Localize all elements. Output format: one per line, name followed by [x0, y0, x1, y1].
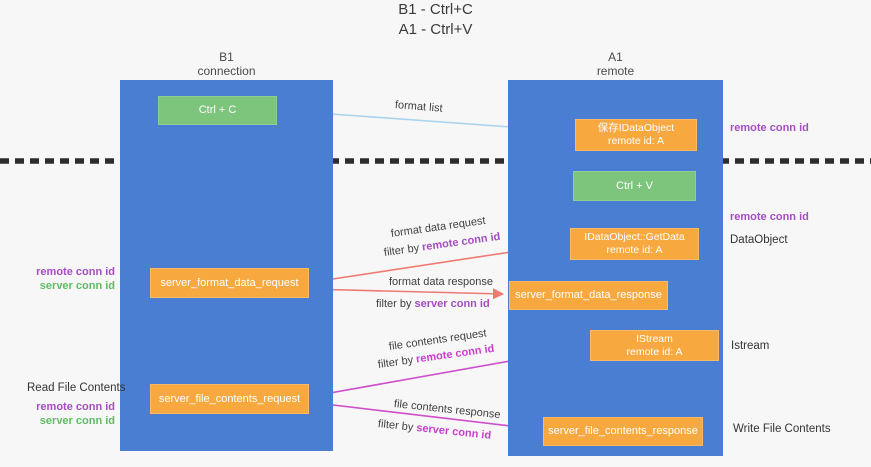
node-istream-line1: IStream [636, 332, 673, 345]
node-idataobject-getdata-line2: remote id: A [606, 244, 663, 256]
label-write-file-contents: Write File Contents [733, 423, 831, 435]
remote-conn-id-key-1: remote conn id [421, 230, 502, 254]
node-save-idataobject-line1: 保存IDataObject [597, 122, 675, 134]
label-group-conn-ids-bottom: remote conn id server conn id [8, 400, 115, 428]
title-line-1: B1 - Ctrl+C [398, 1, 473, 18]
label-remote-conn-id-right-top: remote conn id [730, 122, 809, 134]
edge-label-format-list: format list [394, 99, 444, 115]
edge-label-format-data-response: format data response [389, 276, 493, 288]
label-read-file-contents: Read File Contents [27, 382, 126, 394]
lane-b1-title: B1 [219, 50, 234, 64]
node-server-format-data-response: server_format_data_response [509, 281, 668, 310]
node-ctrl-v: Ctrl + V [573, 171, 696, 201]
label-remote-conn-id-right-mid: remote conn id [730, 211, 809, 223]
node-server-format-data-response-label: server_format_data_response [515, 289, 662, 301]
node-istream-line2: remote id: A [626, 345, 683, 358]
lane-header-b1: B1 connection [120, 50, 333, 78]
node-server-file-contents-response-label: server_file_contents_response [548, 425, 698, 437]
node-server-format-data-request: server_format_data_request [150, 268, 309, 298]
lane-header-a1: A1 remote [508, 50, 723, 78]
node-save-idataobject: 保存IDataObject remote id: A [575, 119, 697, 151]
title-line-2: A1 - Ctrl+V [398, 21, 473, 38]
edge-label-file-contents-response: file contents response [393, 398, 502, 422]
edge-format-data-response [307, 288, 505, 300]
node-ctrl-c: Ctrl + C [158, 96, 277, 125]
node-server-file-contents-response: server_file_contents_response [543, 417, 703, 446]
filter-by-text-1: filter by [383, 241, 423, 259]
label-remote-conn-id-left-top: remote conn id [36, 266, 115, 278]
node-server-file-contents-request: server_file_contents_request [150, 384, 309, 414]
filter-by-text-3: filter by [377, 353, 417, 371]
edge-label-filter-server-conn-id-2: filter by server conn id [377, 418, 491, 442]
label-remote-conn-id-left-bottom: remote conn id [36, 401, 115, 413]
label-server-conn-id-left-top: server conn id [39, 280, 115, 292]
server-conn-id-key-2: server conn id [415, 422, 492, 442]
node-idataobject-getdata-line1: IDataObject::GetData [584, 231, 685, 243]
node-idataobject-getdata: IDataObject::GetData remote id: A [570, 228, 699, 260]
filter-by-text-4: filter by [377, 418, 417, 434]
edge-label-filter-server-conn-id-1: filter by server conn id [376, 298, 490, 310]
server-conn-id-key-1: server conn id [414, 298, 490, 310]
node-istream: IStream remote id: A [590, 330, 719, 361]
node-ctrl-c-label: Ctrl + C [198, 104, 237, 116]
node-save-idataobject-line2: remote id: A [607, 135, 665, 147]
node-server-file-contents-request-label: server_file_contents_request [158, 392, 301, 405]
node-server-format-data-request-label: server_format_data_request [160, 276, 299, 289]
label-group-conn-ids-top: remote conn id server conn id [8, 265, 115, 293]
diagram-title: B1 - Ctrl+C A1 - Ctrl+V [0, 0, 871, 40]
lane-b1-subtitle: connection [197, 64, 256, 78]
label-dataobject: DataObject [730, 234, 788, 246]
label-istream: Istream [731, 340, 770, 352]
lane-a1-title: A1 [608, 50, 623, 64]
node-ctrl-v-label: Ctrl + V [616, 179, 653, 192]
label-server-conn-id-left-bottom: server conn id [39, 415, 115, 427]
lane-a1-subtitle: remote [596, 64, 635, 78]
filter-by-text-2: filter by [376, 298, 415, 310]
